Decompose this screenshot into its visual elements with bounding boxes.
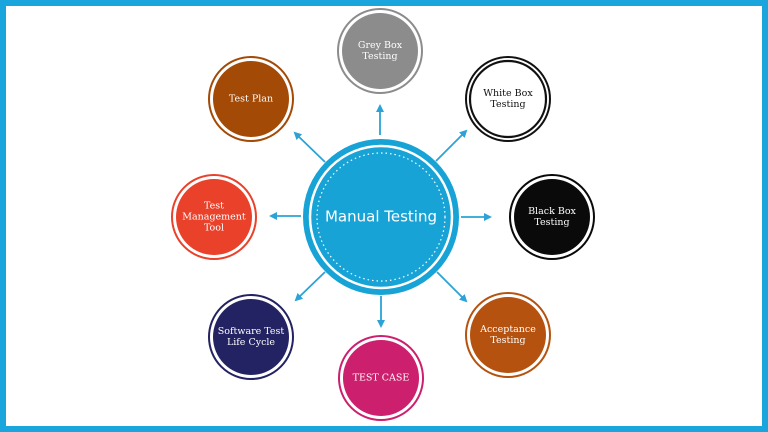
connector-arrow — [436, 271, 468, 303]
node-label-line: Testing — [362, 51, 397, 62]
node-label-line: TEST CASE — [353, 373, 410, 384]
connector-arrow — [293, 131, 326, 163]
node-label-line: Acceptance — [479, 324, 536, 335]
node-label-line: Software Test — [218, 326, 285, 337]
node-fill-circle — [213, 61, 289, 137]
node-fill-circle — [343, 340, 419, 416]
center-inner-ring — [308, 144, 454, 290]
node-label-line: Test Plan — [229, 94, 273, 105]
node-fill-circle — [342, 13, 418, 89]
center-label: Manual Testing — [325, 208, 437, 226]
node-label-line: Testing — [490, 99, 525, 110]
node-test-case: TEST CASE — [338, 335, 424, 421]
node-test-plan: Test Plan — [208, 56, 294, 142]
center-outer-circle — [303, 139, 459, 295]
connector-arrow — [435, 129, 468, 162]
node-label-line: Test — [204, 201, 224, 212]
center-node: Manual Testing — [303, 139, 459, 295]
node-fill-circle — [213, 299, 289, 375]
node-label-line: Testing — [534, 217, 569, 228]
node-label-line: Testing — [490, 335, 525, 346]
node-label-line: Black Box — [528, 206, 576, 217]
node-label-line: Life Cycle — [227, 337, 275, 348]
center-dotted-ring — [316, 152, 446, 282]
node-fill-circle — [470, 297, 546, 373]
node-label-line: Management — [182, 212, 246, 223]
node-fill-circle — [176, 179, 252, 255]
node-fill-circle — [514, 179, 590, 255]
node-fill-circle — [468, 59, 548, 139]
connector-arrow — [294, 271, 326, 302]
node-label-line: White Box — [483, 88, 533, 99]
node-label-line: Grey Box — [358, 40, 403, 51]
node-label-line: Tool — [204, 223, 224, 234]
